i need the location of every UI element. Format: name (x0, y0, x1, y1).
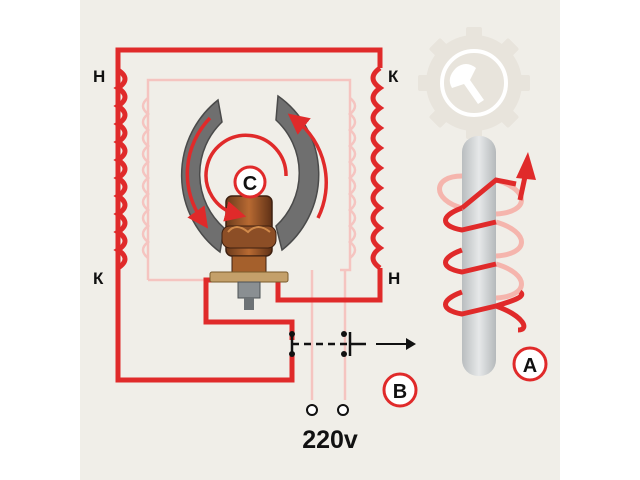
switch (289, 331, 366, 357)
label-bottom-right: Н (388, 269, 400, 288)
svg-text:C: C (243, 173, 257, 195)
arrow-right-icon (376, 338, 416, 350)
coil-direction-arrow (516, 152, 536, 180)
badge-c: C (233, 165, 267, 199)
gear-wrench-icon (418, 27, 530, 139)
rotation-arrow (204, 133, 288, 222)
label-bottom-left: К (93, 269, 104, 288)
voltage-label: 220v (302, 426, 358, 454)
badge-b: B (382, 372, 418, 408)
left-flux-arrow (185, 116, 212, 229)
svg-text:A: A (523, 355, 537, 377)
left-field-coil (113, 67, 128, 271)
right-flux-arrow (287, 113, 328, 219)
label-top-right: К (388, 67, 399, 86)
svg-text:B: B (393, 381, 407, 403)
right-field-coil (370, 65, 385, 271)
power-terminals (306, 404, 349, 416)
badge-a: A (512, 346, 548, 382)
metal-rod (462, 136, 496, 376)
label-top-left: Н (93, 67, 105, 86)
